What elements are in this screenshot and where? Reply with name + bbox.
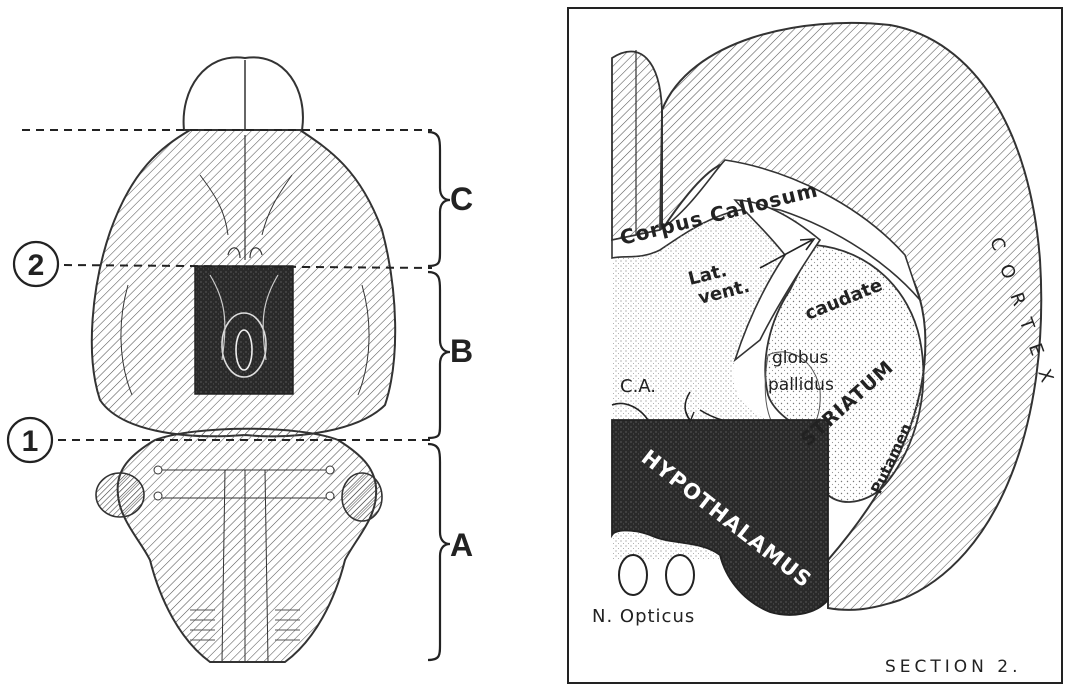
region-label-c: C xyxy=(450,181,473,217)
cut-number-2: 2 xyxy=(28,249,45,282)
section-label: SECTION 2. xyxy=(885,657,1022,677)
optic-nerve-left xyxy=(619,555,647,595)
region-label-b: B xyxy=(450,333,473,369)
cut-marker-2: 2 xyxy=(14,242,58,286)
optic-nerve-right xyxy=(666,555,694,595)
cut-marker-1: 1 xyxy=(8,418,52,462)
label-globus-1: globus xyxy=(772,348,828,368)
olfactory-bulbs xyxy=(184,57,303,130)
cut-number-1: 1 xyxy=(22,425,39,458)
brain-dorsal-view xyxy=(92,57,395,662)
brainstem-cerebellum xyxy=(118,429,377,662)
coronal-section-panel: Corpus Callosum Lat. vent. caudate globu… xyxy=(568,8,1063,683)
medial-cortex xyxy=(612,51,662,240)
region-braces xyxy=(428,132,450,660)
label-globus-2: pallidus xyxy=(768,375,834,395)
label-n-opticus: N. Opticus xyxy=(592,606,695,627)
label-commissura-anterior: C.A. xyxy=(620,376,656,397)
region-label-a: A xyxy=(450,527,473,563)
